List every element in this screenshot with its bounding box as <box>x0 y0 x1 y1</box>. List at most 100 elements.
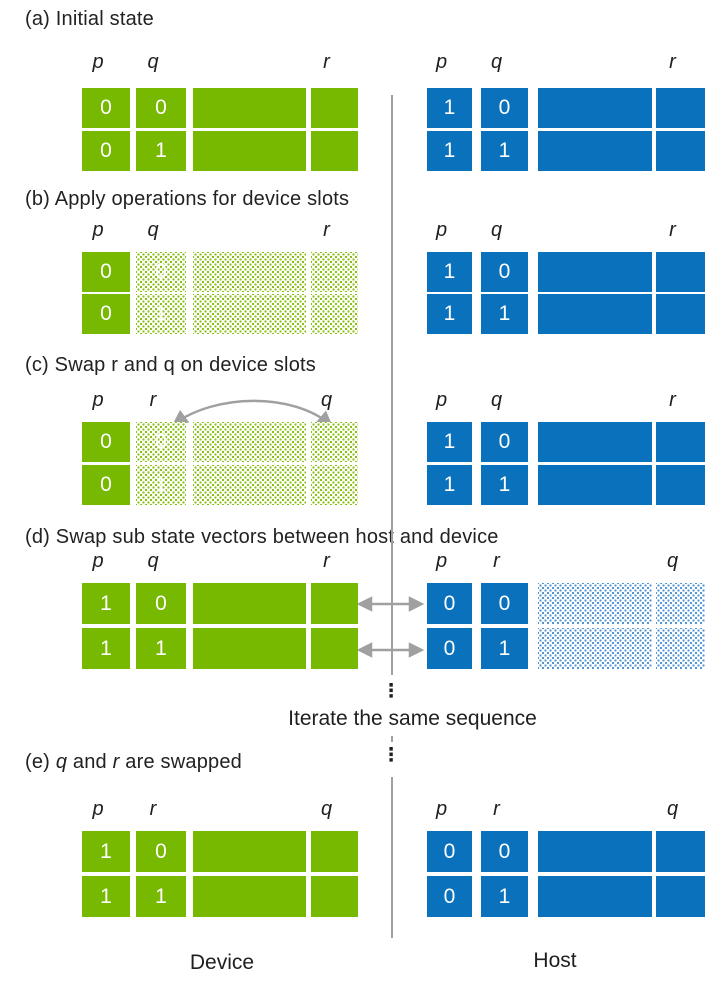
block-e-host-substate-wide-row1 <box>538 831 652 872</box>
block-d-device-slot-p-row2: 1 <box>82 628 130 669</box>
block-b-host-substate-wide-row2 <box>538 294 652 334</box>
block-d-host-substate-wide-row2 <box>538 628 652 669</box>
block-d-device-slot-p-row1: 1 <box>82 583 130 624</box>
block-d-host-substate-wide-row1 <box>538 583 652 624</box>
block-c-host-substate-small-row1 <box>656 422 705 462</box>
label-c-host-r: r <box>669 389 676 411</box>
block-e-host-substate-wide-row2 <box>538 876 652 917</box>
label-d-host-q: q <box>666 550 679 572</box>
label-b-device-q: q <box>147 219 159 241</box>
block-e-device-substate-small-row1 <box>311 831 358 872</box>
block-b-host-slot-q-row2: 1 <box>481 294 528 334</box>
label-b-host-r: r <box>669 219 676 241</box>
device-footer-label: Device <box>189 951 255 974</box>
label-a-device-q: q <box>147 51 159 73</box>
block-e-host-slot-p-row1: 0 <box>427 831 472 872</box>
ellipsis-bottom: ⋮ <box>381 745 401 766</box>
label-e-device-r: r <box>149 798 157 820</box>
section-a-title: (a) Initial state <box>25 8 155 30</box>
label-d-device-q: q <box>147 550 159 572</box>
label-a-device-p: p <box>92 51 104 73</box>
label-c-device-r: r <box>149 389 157 411</box>
block-b-device-substate-small-row2 <box>311 294 358 334</box>
block-b-device-substate-wide-row1 <box>193 252 306 292</box>
section-e-title: (e) q and r are swapped <box>25 751 242 773</box>
block-e-device-substate-small-row2 <box>311 876 358 917</box>
block-a-host-substate-wide-row2 <box>538 131 652 171</box>
label-d-device-p: p <box>92 550 104 572</box>
block-d-device-substate-wide-row2 <box>193 628 306 669</box>
device-host-divider-stub <box>391 736 393 742</box>
label-e-device-q: q <box>320 798 333 820</box>
label-d-host-p: p <box>435 550 448 572</box>
block-b-host-substate-small-row2 <box>656 294 705 334</box>
device-host-divider <box>391 95 393 675</box>
block-e-device-slot-r-row1: 0 <box>136 831 186 872</box>
label-a-host-q: q <box>490 51 503 73</box>
block-c-host-slot-p-row1: 1 <box>427 422 472 462</box>
block-b-device-substate-small-row1 <box>311 252 358 292</box>
block-d-host-slot-r-row2: 1 <box>481 628 528 669</box>
block-a-host-substate-small-row2 <box>656 131 705 171</box>
block-a-host-slot-q-row1: 0 <box>481 88 528 128</box>
block-c-device-substate-wide-row1 <box>193 422 306 462</box>
block-e-device-slot-p-row2: 1 <box>82 876 130 917</box>
block-a-device-slot-p-row2: 0 <box>82 131 130 171</box>
block-d-host-slot-p-row2: 0 <box>427 628 472 669</box>
block-e-device-slot-r-row2: 1 <box>136 876 186 917</box>
block-c-host-substate-wide-row1 <box>538 422 652 462</box>
block-c-host-slot-q-row1: 0 <box>481 422 528 462</box>
block-d-device-slot-q-row2: 1 <box>136 628 186 669</box>
label-b-host-q: q <box>490 219 503 241</box>
label-e-host-q: q <box>666 798 679 820</box>
block-c-device-slot-p-row1: 0 <box>82 422 130 462</box>
block-b-device-substate-wide-row2 <box>193 294 306 334</box>
iterate-caption: Iterate the same sequence <box>288 707 537 730</box>
label-c-device-p: p <box>92 389 104 411</box>
label-e-device-p: p <box>92 798 104 820</box>
block-d-host-slot-r-row1: 0 <box>481 583 528 624</box>
block-d-device-slot-q-row1: 0 <box>136 583 186 624</box>
block-b-host-slot-q-row1: 0 <box>481 252 528 292</box>
block-c-host-substate-wide-row2 <box>538 465 652 505</box>
block-a-host-slot-p-row1: 1 <box>427 88 472 128</box>
block-c-device-slot-r-row1: 0 <box>136 422 186 462</box>
label-e-host-p: p <box>435 798 448 820</box>
block-e-host-slot-r-row2: 1 <box>481 876 528 917</box>
block-a-host-substate-wide-row1 <box>538 88 652 128</box>
block-b-host-slot-p-row2: 1 <box>427 294 472 334</box>
label-d-device-r: r <box>323 550 330 572</box>
label-a-host-r: r <box>669 51 676 73</box>
block-b-device-slot-p-row1: 0 <box>82 252 130 292</box>
label-e-host-r: r <box>493 798 500 820</box>
block-c-host-slot-p-row2: 1 <box>427 465 472 505</box>
label-a-host-p: p <box>435 51 448 73</box>
block-c-device-substate-wide-row2 <box>193 465 306 505</box>
section-c-title: (c) Swap r and q on device slots <box>25 354 316 376</box>
block-a-device-substate-small-row1 <box>311 88 358 128</box>
block-c-host-substate-small-row2 <box>656 465 705 505</box>
block-d-device-substate-small-row1 <box>311 583 358 624</box>
block-c-device-slot-r-row2: 1 <box>136 465 186 505</box>
block-e-device-substate-wide-row2 <box>193 876 306 917</box>
block-a-device-slot-p-row1: 0 <box>82 88 130 128</box>
block-a-host-slot-q-row2: 1 <box>481 131 528 171</box>
label-a-device-r: r <box>323 51 330 73</box>
block-d-device-substate-small-row2 <box>311 628 358 669</box>
block-c-device-substate-small-row1 <box>311 422 358 462</box>
block-d-host-substate-small-row1 <box>656 583 705 624</box>
label-c-host-p: p <box>435 389 448 411</box>
block-e-host-substate-small-row1 <box>656 831 705 872</box>
label-d-host-r: r <box>493 550 500 572</box>
block-b-device-slot-q-row2: 1 <box>136 294 186 334</box>
block-d-host-substate-small-row2 <box>656 628 705 669</box>
section-d-title: (d) Swap sub state vectors between host … <box>25 526 499 548</box>
block-a-host-substate-small-row1 <box>656 88 705 128</box>
ellipsis-top: ⋮ <box>381 681 401 702</box>
block-b-host-substate-small-row1 <box>656 252 705 292</box>
label-b-device-r: r <box>323 219 330 241</box>
block-e-host-substate-small-row2 <box>656 876 705 917</box>
label-c-host-q: q <box>490 389 503 411</box>
block-c-device-substate-small-row2 <box>311 465 358 505</box>
